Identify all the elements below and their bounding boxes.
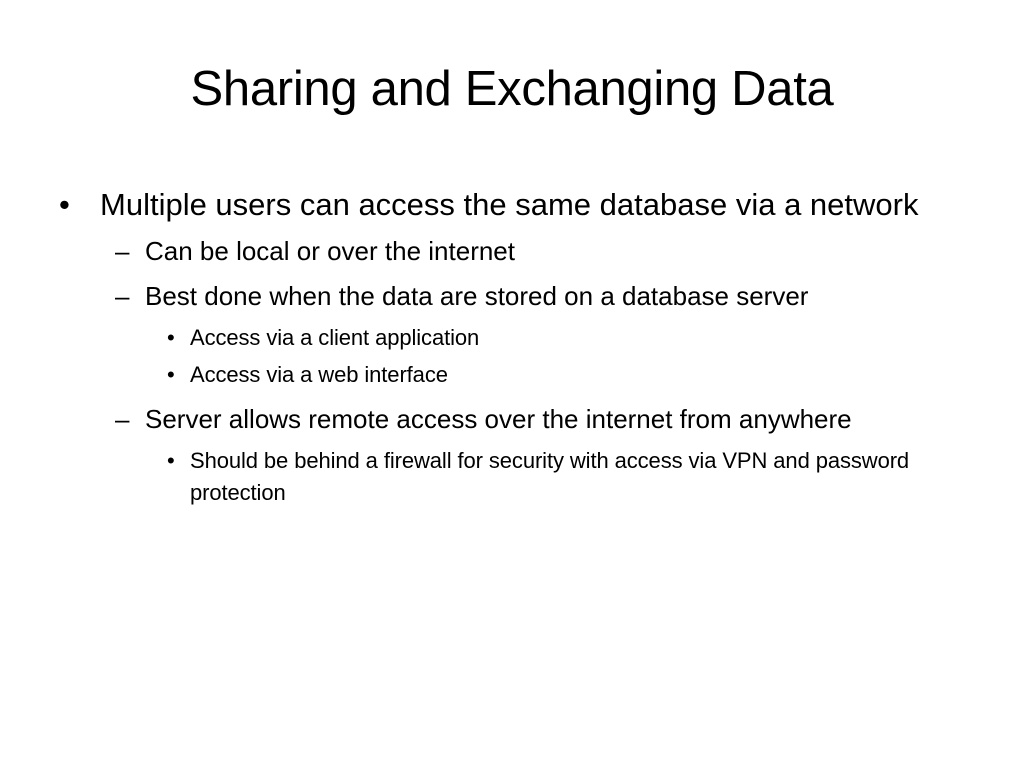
bullet-text: Access via a client application bbox=[190, 325, 480, 350]
bullet-level3-web-interface: • Access via a web interface bbox=[167, 359, 977, 391]
bullet-level1-multiple-users: • Multiple users can access the same dat… bbox=[57, 183, 977, 226]
bullet-text: Can be local or over the internet bbox=[145, 236, 515, 266]
bullet-level3-firewall-vpn: • Should be behind a firewall for securi… bbox=[167, 445, 977, 509]
slide-title: Sharing and Exchanging Data bbox=[190, 62, 834, 116]
dash-marker: – bbox=[115, 404, 130, 434]
bullet-text: Should be behind a firewall for security… bbox=[190, 448, 910, 505]
bullet-level3-client-application: • Access via a client application bbox=[167, 322, 977, 354]
bullet-marker: • bbox=[167, 325, 175, 350]
dash-marker: – bbox=[115, 236, 130, 266]
bullet-marker: • bbox=[59, 187, 70, 222]
bullet-level2-local-or-internet: – Can be local or over the internet bbox=[115, 232, 977, 270]
bullet-text: Access via a web interface bbox=[190, 362, 448, 387]
bullet-marker: • bbox=[167, 362, 175, 387]
bullet-text: Best done when the data are stored on a … bbox=[145, 281, 809, 311]
dash-marker: – bbox=[115, 281, 130, 311]
bullet-marker: • bbox=[167, 448, 175, 473]
bullet-text: Multiple users can access the same datab… bbox=[100, 187, 919, 222]
bullet-level2-database-server: – Best done when the data are stored on … bbox=[115, 277, 977, 315]
bullet-text: Server allows remote access over the int… bbox=[145, 404, 852, 434]
slide-body: • Multiple users can access the same dat… bbox=[57, 183, 977, 518]
bullet-level2-remote-access: – Server allows remote access over the i… bbox=[115, 400, 977, 438]
